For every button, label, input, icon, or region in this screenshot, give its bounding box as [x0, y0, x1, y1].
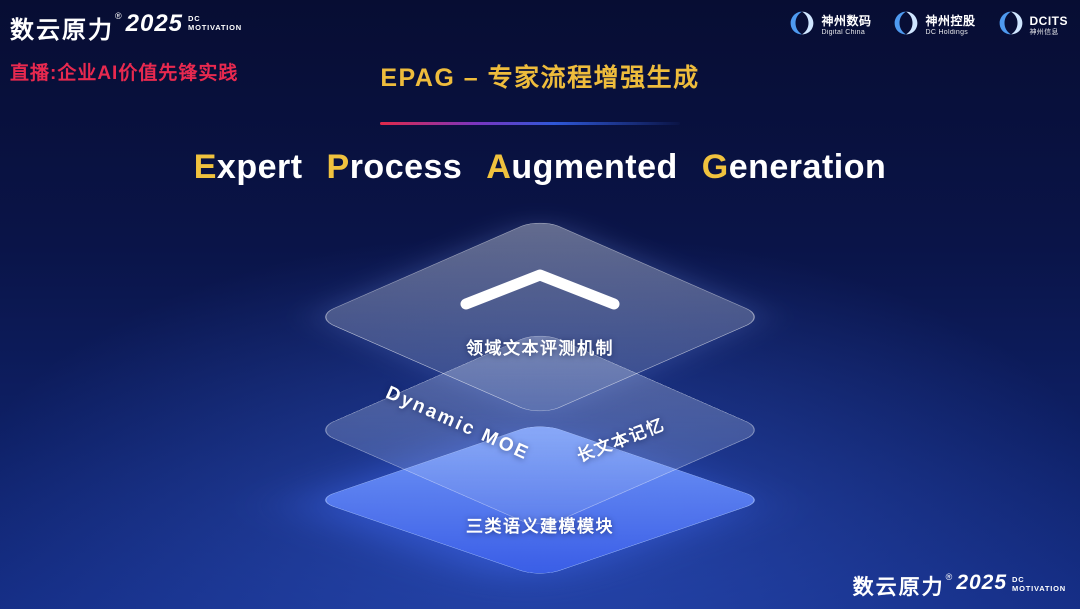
- heading-word: Augmented: [486, 148, 678, 186]
- partner-name: DCITS: [1029, 14, 1068, 29]
- layer-label-evaluation: 领域文本评测机制: [466, 339, 614, 358]
- brand-sub-motivation: MOTIVATION: [188, 23, 242, 33]
- layer-stack-diagram: 领域文本评测机制 Dynamic MOE 长文本记忆 三类语义建模模块: [300, 210, 780, 595]
- brand-logo-bottom-right: 数云原力 ® 2025 DC MOTIVATION: [853, 571, 1066, 601]
- brand-year: 2025: [125, 10, 184, 37]
- brand-subtitle: DC MOTIVATION: [188, 14, 242, 33]
- partner-subtitle: Digital China: [821, 28, 866, 36]
- partner-name: 神州控股: [925, 14, 976, 29]
- registered-mark: ®: [115, 11, 122, 21]
- partner-logo-dcits: DCITS 神州信息: [998, 10, 1069, 41]
- heading-word: Generation: [701, 148, 887, 186]
- brand-sub-dc: DC: [1012, 575, 1025, 584]
- brand-sub-dc: DC: [188, 14, 201, 23]
- partner-logos: 神州数码 Digital China 神州控股 DC Holdings DCIT…: [789, 10, 1068, 41]
- registered-mark: ®: [945, 572, 953, 582]
- brand-logo-top-left: 数云原力 ® 2025 DC MOTIVATION: [10, 10, 242, 45]
- dcits-swoosh-icon: [998, 10, 1024, 41]
- partner-subtitle: 神州信息: [1029, 28, 1059, 36]
- brand-name: 数云原力: [10, 17, 114, 44]
- heading-word: Expert: [193, 148, 303, 186]
- partner-logo-digital-china: 神州数码 Digital China: [789, 10, 871, 41]
- digital-china-swoosh-icon: [789, 10, 815, 41]
- brand-subtitle: DC MOTIVATION: [1012, 575, 1066, 594]
- heading-word: Process: [326, 148, 463, 186]
- dc-holdings-swoosh-icon: [893, 10, 919, 41]
- partner-subtitle: DC Holdings: [925, 28, 969, 36]
- partner-logo-dc-holdings: 神州控股 DC Holdings: [893, 10, 975, 41]
- live-stream-label: 直播:企业AI价值先锋实践: [10, 63, 239, 84]
- slide-title: EPAG – 专家流程增强生成: [380, 64, 700, 92]
- brand-year: 2025: [956, 571, 1008, 594]
- layer-label-semantic-modeling: 三类语义建模模块: [466, 517, 614, 536]
- main-heading: Expert Process Augmented Generation: [0, 148, 1080, 187]
- brand-name: 数云原力: [852, 576, 945, 599]
- gradient-divider-line: [380, 122, 680, 125]
- brand-sub-motivation: MOTIVATION: [1012, 584, 1066, 594]
- partner-name: 神州数码: [821, 14, 872, 29]
- chevron-up-icon: [452, 262, 628, 321]
